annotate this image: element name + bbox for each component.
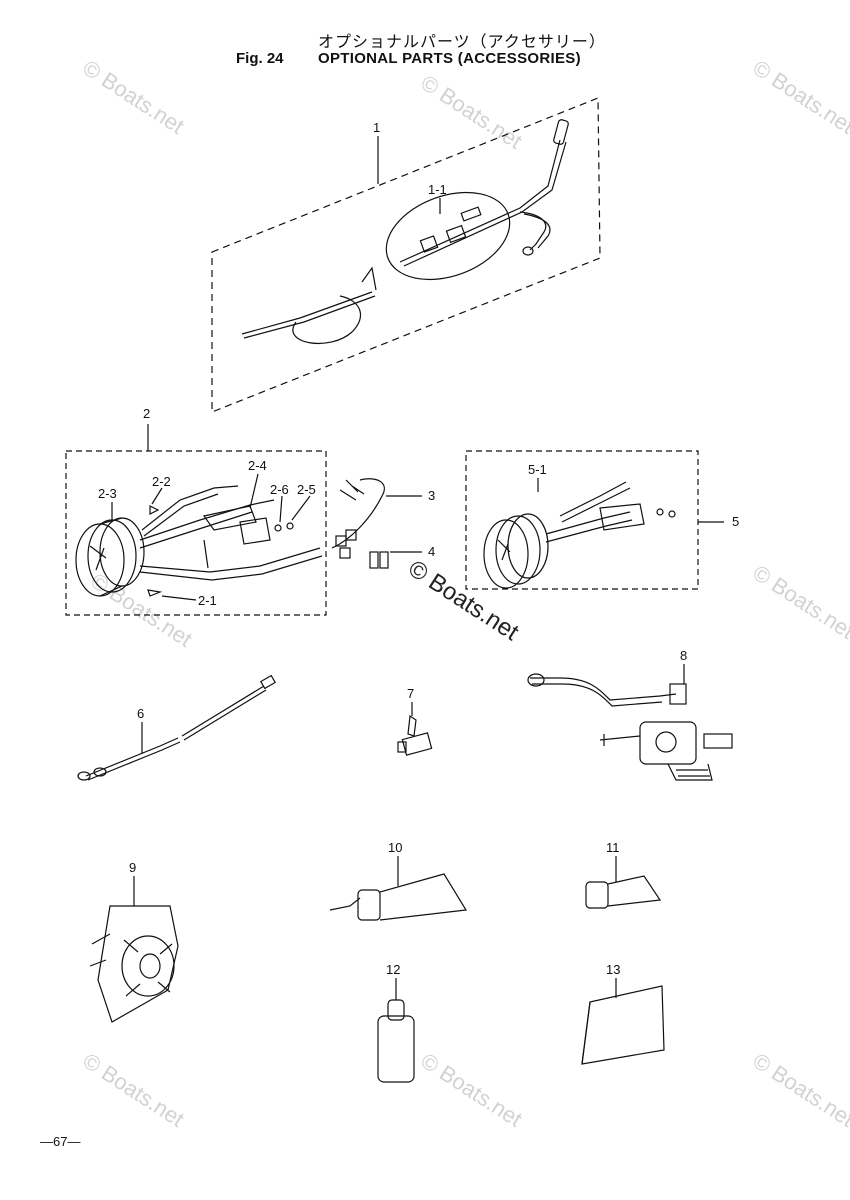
- callout-10: 10: [388, 840, 402, 855]
- callout-3: 3: [428, 488, 435, 503]
- callout-2-2: 2-2: [152, 474, 171, 489]
- callout-11: 11: [606, 840, 620, 855]
- part-8-fuel-connector: [527, 673, 733, 781]
- part-9-starter-cover: [89, 905, 179, 1023]
- tachometer-wiring: [139, 485, 323, 597]
- leader-2-4: [249, 473, 259, 509]
- part-13-pouch: [581, 985, 665, 1065]
- harness-wires: [241, 119, 569, 344]
- group-1-1-oval: [385, 191, 511, 281]
- callout-6: 6: [137, 706, 144, 721]
- callout-1-1: 1-1: [428, 182, 447, 197]
- group-1-boundary: [211, 97, 601, 413]
- part-6-lead-wire: [77, 674, 277, 781]
- callout-2-3: 2-3: [98, 486, 117, 501]
- part-3-harness-connector: [331, 478, 385, 559]
- part-7-fuse: [397, 714, 433, 756]
- part-12-oil-can: [377, 999, 415, 1083]
- part-4-clip: [369, 551, 389, 569]
- callout-8: 8: [680, 648, 687, 663]
- trim-meter: [483, 481, 676, 589]
- leader-2-6: [279, 495, 283, 523]
- callout-13: 13: [606, 962, 620, 977]
- figure-title-english: OPTIONAL PARTS (ACCESSORIES): [318, 50, 581, 67]
- callout-5: 5: [732, 514, 739, 529]
- page-number: —67—: [40, 1134, 81, 1149]
- leader-2-2: [151, 487, 163, 505]
- tachometer-gauge: [75, 517, 145, 597]
- group-2-boundary: [65, 450, 327, 616]
- leader-2-1: [161, 595, 197, 601]
- callout-9: 9: [129, 860, 136, 875]
- part-11-small-tube: [585, 875, 662, 909]
- callout-4: 4: [428, 544, 435, 559]
- callout-5-1: 5-1: [528, 462, 547, 477]
- group-5-boundary: [465, 450, 699, 590]
- figure-number: Fig. 24: [236, 50, 284, 67]
- callout-1: 1: [373, 120, 380, 135]
- leader-2-5: [291, 495, 311, 521]
- callout-2-6: 2-6: [270, 482, 289, 497]
- figure-title-japanese: オプショナルパーツ（アクセサリー）: [318, 32, 606, 51]
- callout-2-1: 2-1: [198, 593, 217, 608]
- callout-7: 7: [407, 686, 414, 701]
- callout-2: 2: [143, 406, 150, 421]
- part-10-grease-tube: [329, 873, 468, 921]
- callout-12: 12: [386, 962, 400, 977]
- callout-2-5: 2-5: [297, 482, 316, 497]
- callout-2-4: 2-4: [248, 458, 267, 473]
